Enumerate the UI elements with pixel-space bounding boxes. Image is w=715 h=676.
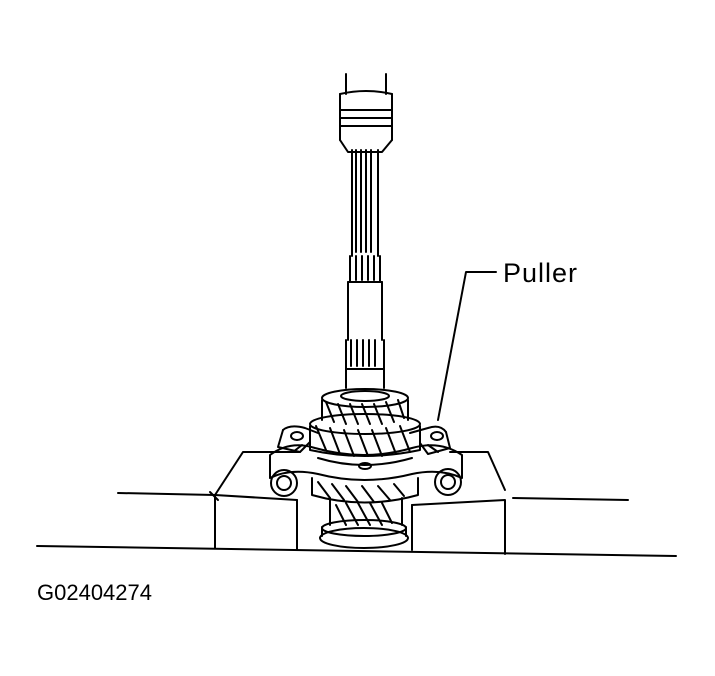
bench-surface (36, 492, 677, 557)
puller-tool (269, 425, 463, 497)
puller-leader-line (437, 271, 497, 421)
support-blocks (209, 451, 506, 555)
gear-cluster (309, 388, 421, 457)
shaft (339, 73, 393, 389)
lower-gear (311, 477, 419, 549)
puller-label: Puller (503, 258, 579, 288)
figure-id: G02404274 (37, 580, 152, 605)
